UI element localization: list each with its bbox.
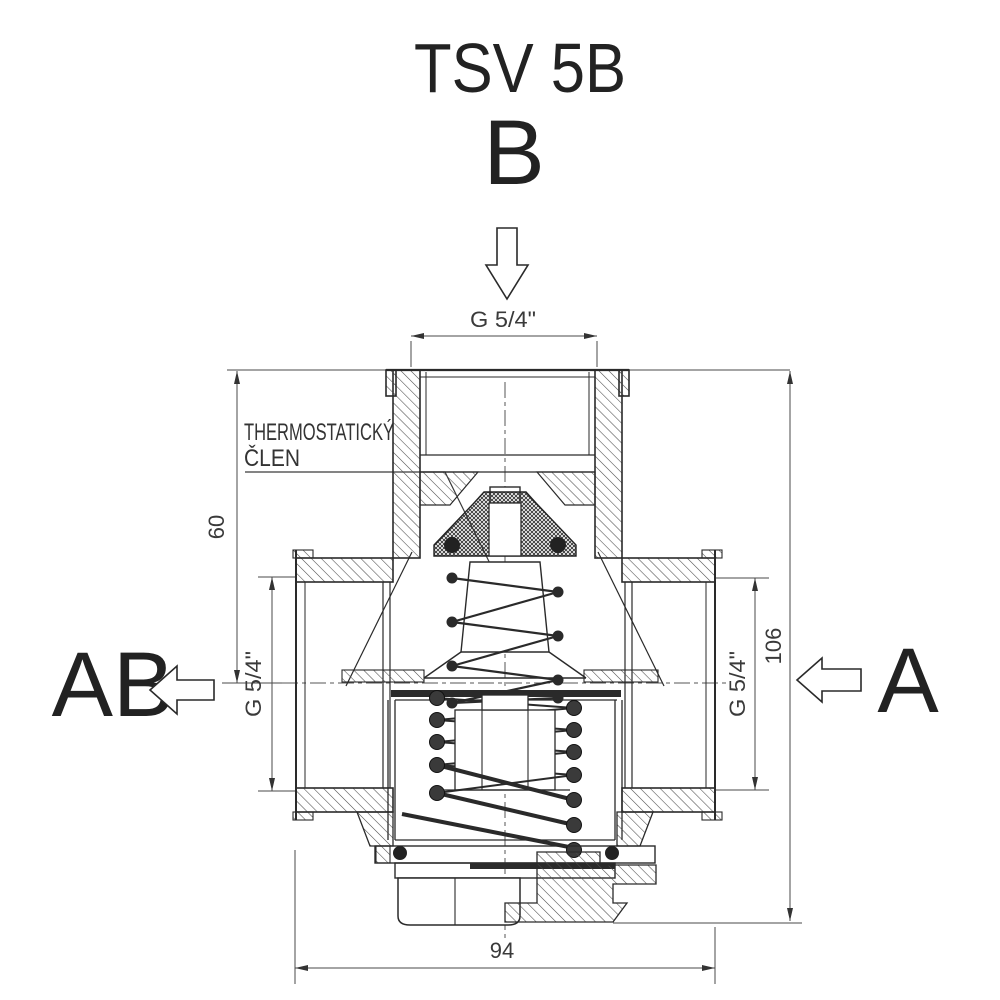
drawing-title: TSV 5B [414,29,626,107]
dimension-top-thread: G 5/4" [411,307,597,339]
svg-text:94: 94 [490,938,514,963]
upper-spring [446,572,564,709]
cap-o-ring-left [393,846,407,860]
flow-arrow-a-icon [795,656,862,704]
cap-o-ring-right [605,846,619,860]
lower-chamber [356,700,654,847]
svg-text:G 5/4": G 5/4" [470,307,536,332]
cap-section [504,851,657,923]
left-port [292,549,394,821]
port-a-label: A [877,630,939,732]
hex-plug [397,877,521,926]
svg-text:G 5/4": G 5/4" [725,651,750,717]
thermostatic-element [433,486,577,557]
port-b-label: B [483,102,544,204]
svg-text:ČLEN: ČLEN [244,444,300,472]
stem-guide [440,694,570,791]
flow-arrow-b-icon [484,227,530,301]
bottom-cap [374,845,657,926]
o-ring-right [550,537,566,553]
valve-body [292,368,723,821]
svg-text:60: 60 [204,515,229,539]
svg-text:106: 106 [761,628,786,665]
dimension-width-94: 94 [295,938,715,971]
right-port [621,549,723,821]
lower-spring-bottom [401,690,582,858]
o-ring-left [444,537,460,553]
svg-text:G 5/4": G 5/4" [241,651,266,717]
centerlines [282,382,731,938]
inner-funnel [345,551,665,687]
dimension-right-thread: G 5/4" [725,578,758,790]
dimension-height-106: 106 [761,371,793,921]
svg-text:THERMOSTATICKÝ: THERMOSTATICKÝ [244,419,394,446]
port-ab-label: AB [52,634,175,736]
dimension-left-thread: G 5/4" [241,577,275,791]
top-port [385,368,630,559]
flow-arrow-ab-icon [148,664,215,716]
dimension-height-60: 60 [204,371,240,683]
